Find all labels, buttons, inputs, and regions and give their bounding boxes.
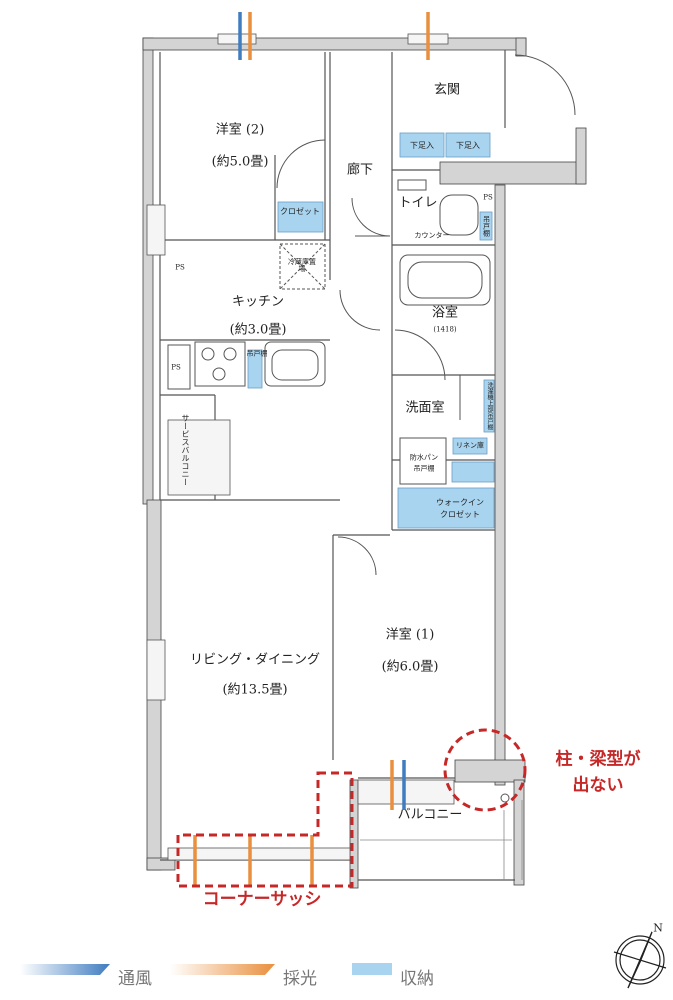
compass-icon [613,931,667,989]
ps-label-west: PS [175,263,185,272]
fixture-label-pan: 防水パン [409,453,439,462]
fixture-label-fridge: 冷蔵庫置場 [288,258,316,273]
callout-corner-sash: コーナーサッシ [202,889,322,910]
storage-label-pan-hanging: 吊戸棚 [413,464,435,473]
fixture-label-counter: カウンター [414,231,450,240]
storage-label-kitchen-hanging: 吊戸棚 [246,349,268,358]
callout-markers [176,728,527,888]
storage-label-linen: リネン庫 [456,441,484,450]
ps-label-kitchen: PS [171,363,181,372]
room-size-kitchen: (約3.0畳) [229,322,287,338]
legend-storage: 収納 [400,969,434,989]
room-label-bath: 浴室 [431,305,459,321]
room-label-hallway: 廊下 [346,162,374,178]
ps-label-toilet: PS [483,193,493,202]
room-label-kitchen: キッチン [231,294,285,310]
legend-swatches [20,963,392,975]
room-size-western1: (約6.0畳) [381,659,439,675]
room-size-bath: (1418) [433,325,457,334]
storage-label-washroom: 洗濯機上部吊戸棚 [486,382,493,430]
legend-ventilation: 通風 [118,969,152,989]
storage-label-walkin-2: クロゼット [440,510,480,519]
room-label-washroom: 洗面室 [405,400,445,416]
legend-daylight: 採光 [283,969,317,989]
room-label-western1: 洋室 (1) [385,627,435,643]
room-label-western2: 洋室 (2) [215,122,265,138]
storage-label-closet: クロゼット [280,207,320,216]
fixtures [167,179,510,803]
room-size-western2: (約5.0畳) [211,154,269,170]
storage-label-walkin-1: ウォークイン [436,498,484,507]
room-label-entrance: 玄関 [433,82,461,98]
room-size-living: (約13.5畳) [222,682,288,698]
callout-pillar-line1: 柱・梁型が [555,749,641,770]
room-label-living: リビング・ダイニング [189,652,321,668]
door-swings [276,54,576,576]
balcony-railing [360,800,523,880]
room-label-toilet: トイレ [398,195,438,211]
airflow-arrows [120,12,430,885]
room-label-balcony: バルコニー [397,807,463,823]
callout-pillar-line2: 出ない [572,775,624,796]
compass-north-label: N [653,921,663,935]
storage-label-shoe-2: 下足入 [456,141,480,150]
storage-areas [247,132,495,529]
storage-label-shoe-1: 下足入 [410,141,434,150]
storage-label-toilet-hanging: 吊戸棚 [482,215,491,237]
room-label-service-balcony: サービスバルコニー [181,414,190,486]
